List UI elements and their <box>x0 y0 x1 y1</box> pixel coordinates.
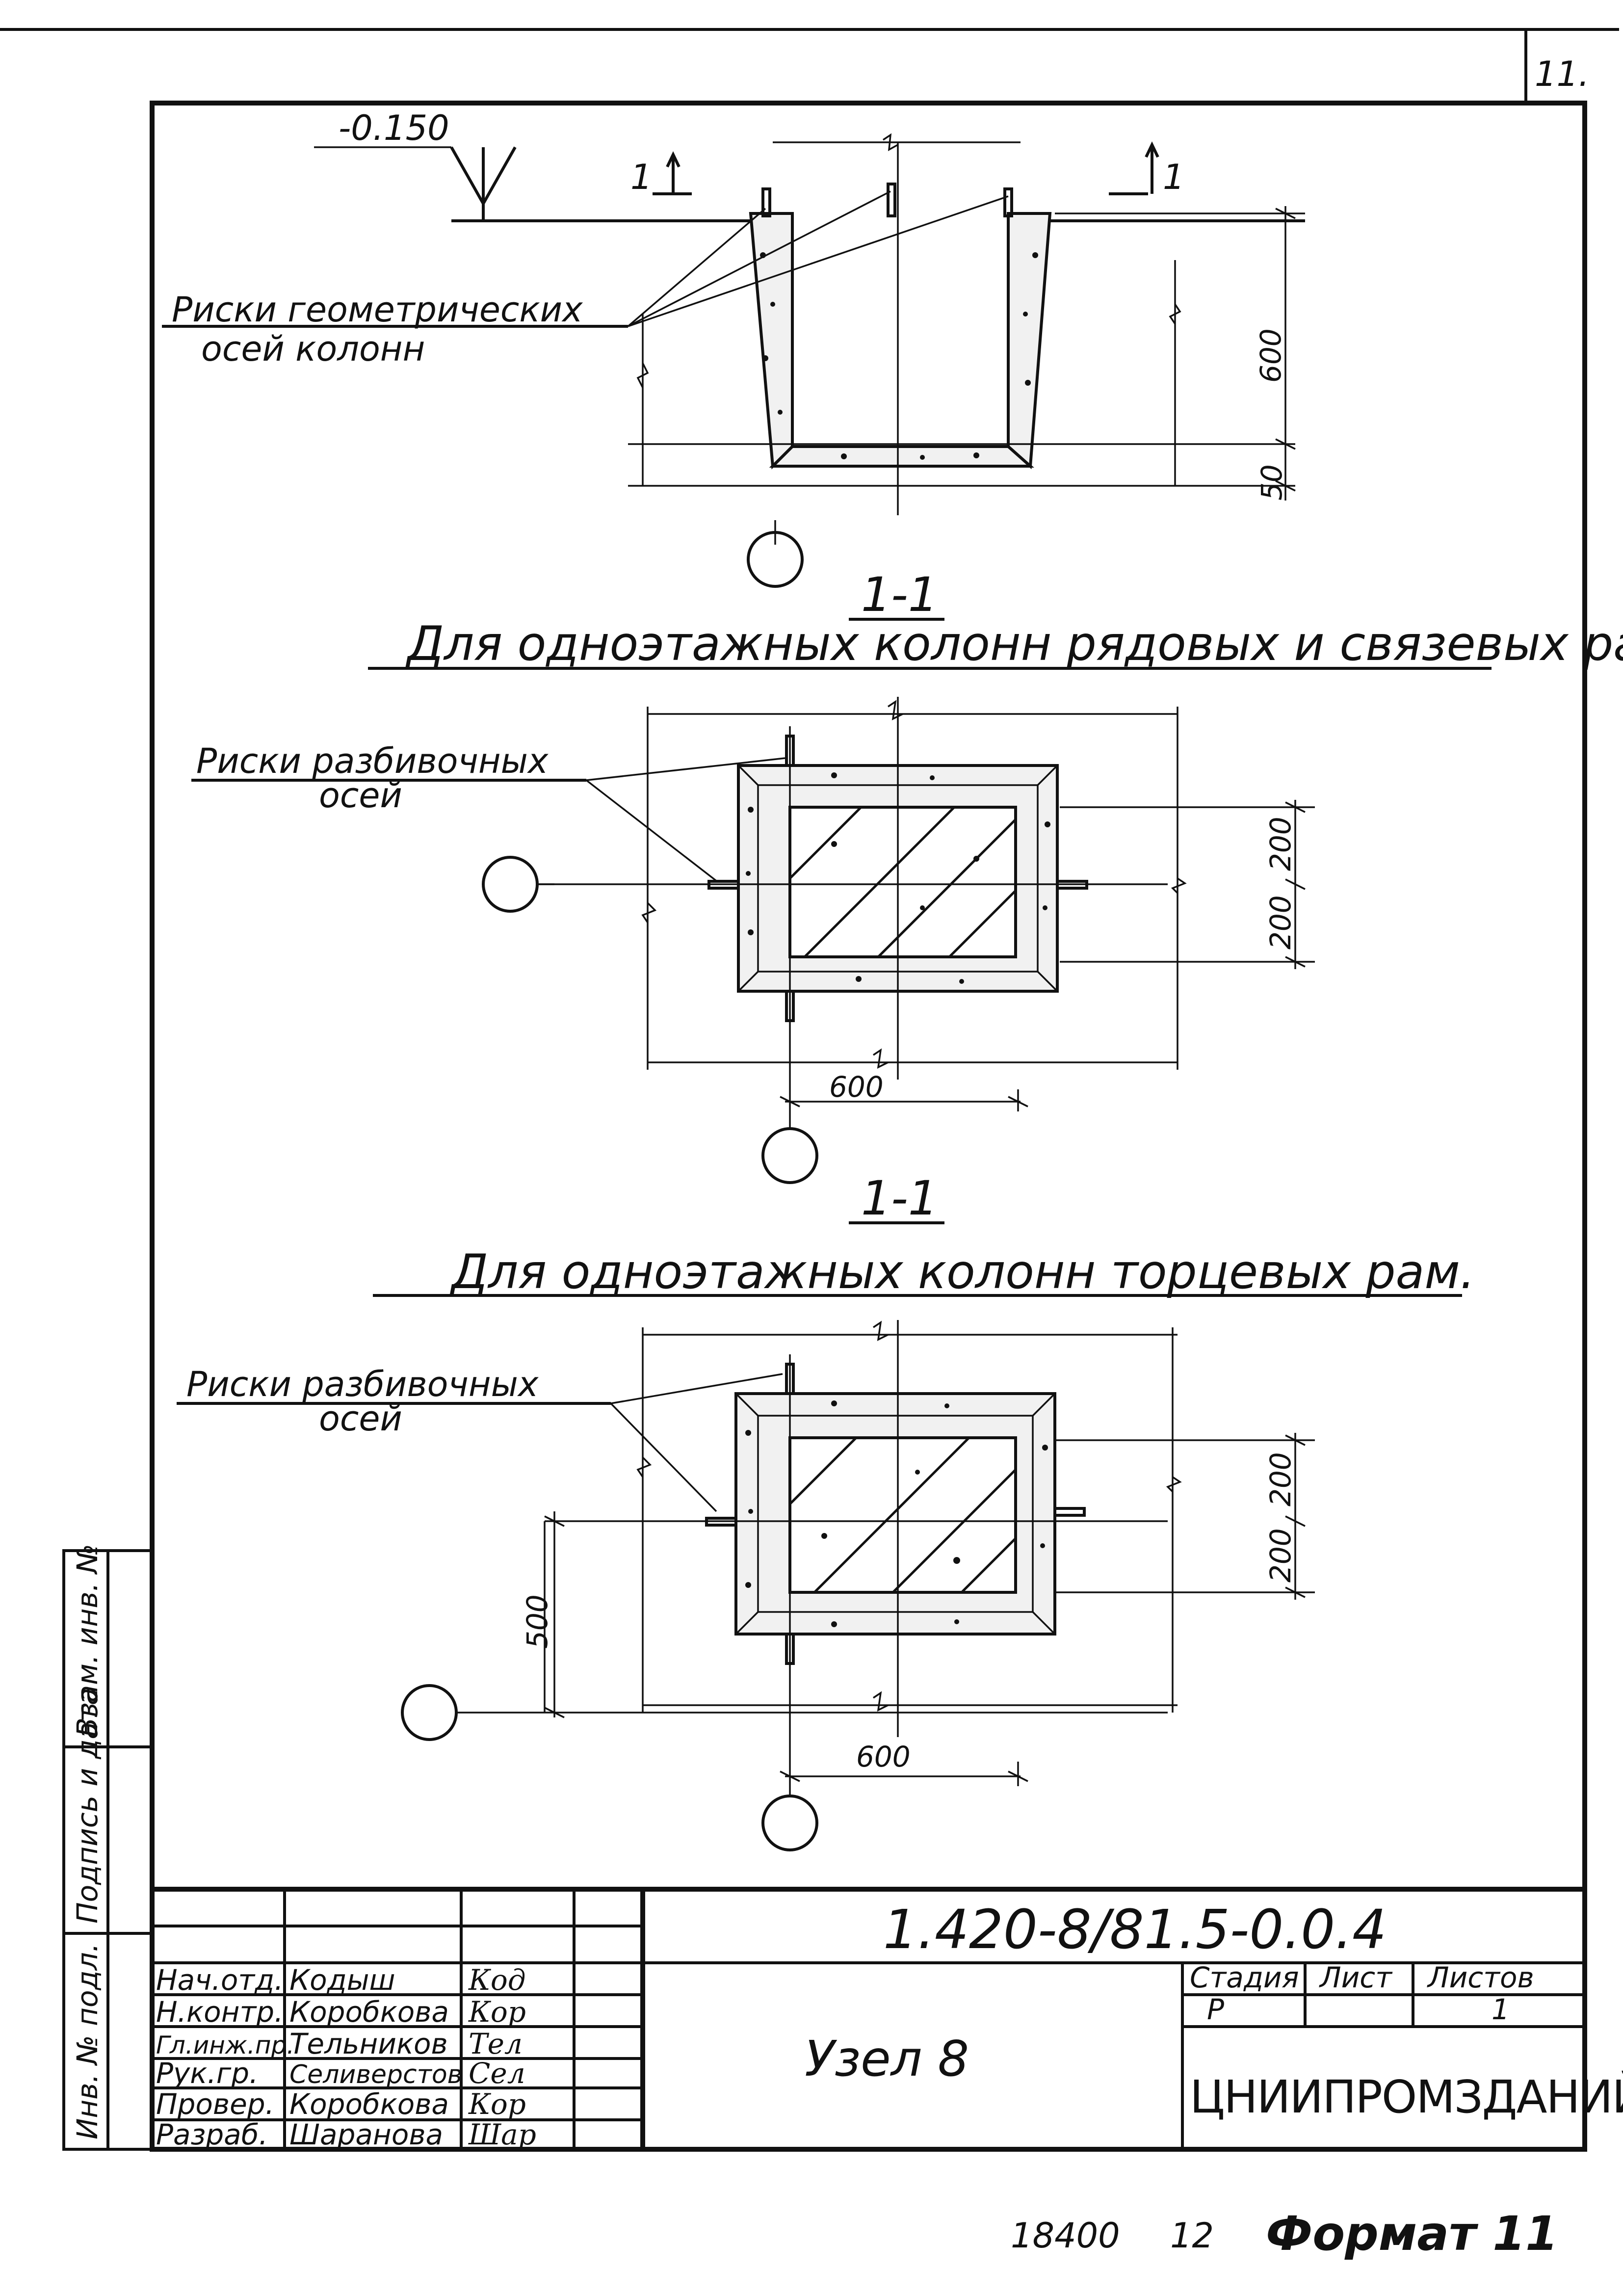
plan2-leader-label-line2: осей <box>319 1399 402 1439</box>
plan2-caption: Для одноэтажных колонн торцевых рам. <box>449 1244 1475 1299</box>
side-stamp <box>62 1549 154 2151</box>
approval-name: Тельников <box>289 2027 448 2060</box>
side-stamp-top: Взам. инв. № <box>71 1544 104 1737</box>
section-dim-height: 600 <box>1254 328 1287 383</box>
col-sheet-label: Лист <box>1319 1961 1393 1994</box>
plan2-dim-width: 600 <box>856 1740 911 1773</box>
cut-mark-right: 1 <box>1163 157 1185 197</box>
side-stamp-mid: Подпись и дата <box>71 1688 104 1924</box>
approval-role: Нач.отд. <box>156 1963 284 1997</box>
document-code: 1.420-8/81.5-0.0.4 <box>883 1898 1387 1961</box>
approval-name: Селиверстов <box>289 2060 462 2089</box>
plan2-section-title: 1-1 <box>861 1171 938 1226</box>
cut-mark-left: 1 <box>630 157 653 197</box>
footer-number: 18400 <box>1011 2216 1120 2256</box>
approval-rows: Нач.отд. Кодыш Код Н.контр. Коробкова Ко… <box>156 1963 536 2151</box>
side-stamp-bot: Инв. № подл. <box>71 1943 104 2139</box>
organization-name: ЦНИИПРОМЗДАНИЙ <box>1190 2070 1623 2123</box>
plan1-view <box>191 697 1315 1184</box>
plan1-leader-label-line2: осей <box>319 775 402 816</box>
approval-name: Кодыш <box>289 1963 395 1997</box>
stage-value: Р <box>1207 1993 1224 2026</box>
approval-signature: Кор <box>468 2087 526 2121</box>
plan1-leader-label-line1: Риски разбивочных <box>196 741 549 781</box>
drawing-title: Узел 8 <box>805 2030 969 2087</box>
approval-signature: Тел <box>469 2027 523 2060</box>
section-view: 1 1 <box>162 133 1305 588</box>
plan2-dim-upper: 200 <box>1264 1452 1297 1506</box>
plan1-section-title: 1-1 <box>861 567 938 622</box>
plan1-dim-lower: 200 <box>1264 895 1297 950</box>
footer-format: Формат 11 <box>1266 2206 1558 2261</box>
section-dim-bottom: 50 <box>1255 464 1288 501</box>
footer-page: 12 <box>1170 2216 1214 2256</box>
approval-signature: Шар <box>468 2118 536 2151</box>
sheet-frame <box>0 28 1619 2152</box>
plan2-dim-offset: 500 <box>521 1594 554 1649</box>
plan2-dim-lower: 200 <box>1264 1528 1297 1583</box>
col-sheets-label: Листов <box>1427 1961 1534 1994</box>
approval-role: Рук.гр. <box>156 2057 259 2090</box>
approval-name: Коробкова <box>289 2087 449 2121</box>
section-leader-label-line2: осей колонн <box>201 329 425 369</box>
plan2-view <box>177 1320 1315 1851</box>
approval-name: Коробкова <box>289 1995 449 2029</box>
col-stage-label: Стадия <box>1190 1961 1299 1994</box>
approval-role: Н.контр. <box>156 1995 284 2029</box>
approval-role: Провер. <box>156 2087 274 2121</box>
approval-signature: Кор <box>468 1995 526 2029</box>
section-leader-label-line1: Риски геометрических <box>172 290 583 330</box>
elevation-mark: -0.150 <box>339 108 449 148</box>
approval-signature: Код <box>468 1963 526 1997</box>
approval-signature: Сел <box>469 2057 525 2090</box>
plan1-dim-width: 600 <box>829 1070 884 1104</box>
approval-role: Гл.инж.пр. <box>156 2031 294 2059</box>
approval-name: Шаранова <box>289 2118 443 2151</box>
plan2-leader-label-line1: Риски разбивочных <box>186 1364 539 1404</box>
approval-role: Разраб. <box>156 2118 268 2151</box>
sheet-number: 11. <box>1535 54 1589 94</box>
title-block <box>152 1887 1585 2149</box>
plan1-caption: Для одноэтажных колонн рядовых и связевы… <box>405 616 1623 671</box>
sheets-value: 1 <box>1492 1993 1510 2026</box>
plan1-dim-upper: 200 <box>1264 817 1297 871</box>
